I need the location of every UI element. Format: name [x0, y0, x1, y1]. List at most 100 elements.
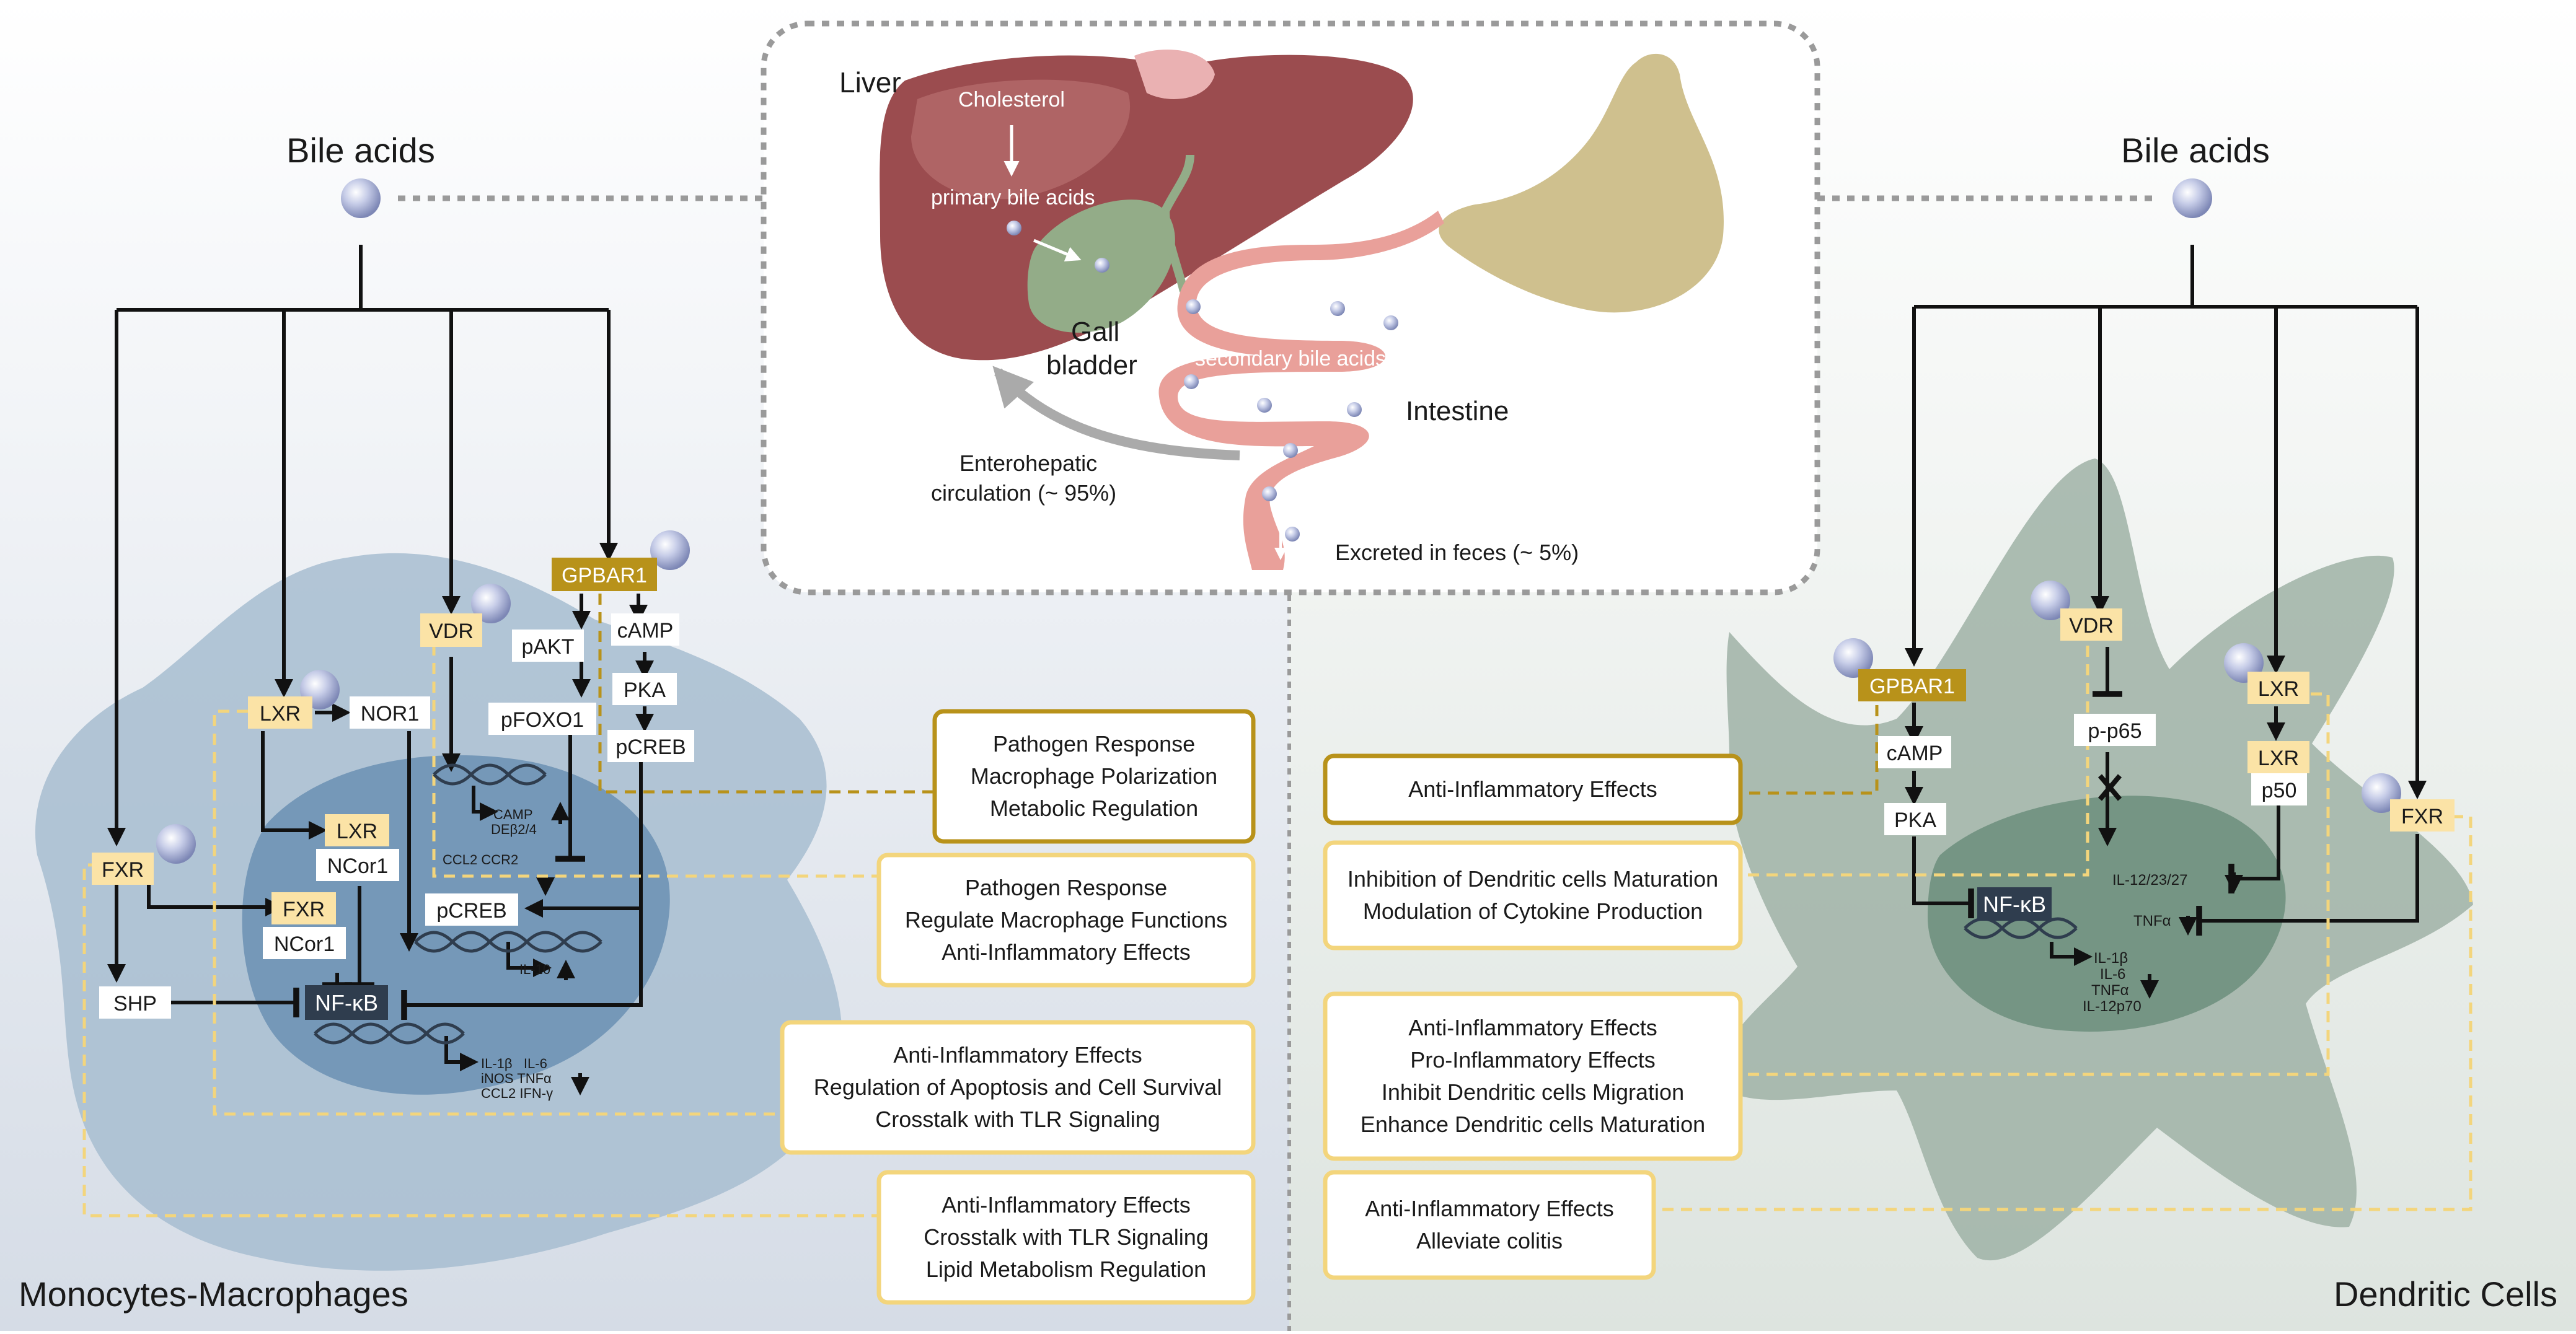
effect-text: Metabolic Regulation	[990, 796, 1198, 821]
effect-text: Anti-Inflammatory Effects	[1408, 1015, 1657, 1040]
effect-text: Pathogen Response	[965, 875, 1167, 900]
dc-tnfa-label: TNFα	[2133, 913, 2171, 929]
svg-text:LXR: LXR	[260, 702, 301, 726]
macrophage-title: Monocytes-Macrophages	[19, 1275, 408, 1314]
dendritic-nucleus	[1928, 796, 2286, 1032]
effect-text: Anti-Inflammatory Effects	[942, 939, 1190, 965]
svg-text:LXR: LXR	[337, 820, 377, 843]
node-nor1: NOR1	[350, 696, 430, 729]
svg-text:p50: p50	[2262, 779, 2297, 802]
enterohepatic-label-2: circulation (~ 95%)	[931, 480, 1116, 506]
secondary-bile-acids-label: secondary bile acids	[1195, 347, 1386, 371]
node-pcreb-b: pCREB	[425, 893, 518, 926]
dc-cytokine-4: IL-12p70	[2083, 998, 2142, 1015]
enterohepatic-arrow	[992, 366, 1240, 460]
node-lxr-left: LXR	[248, 696, 312, 729]
cholesterol-label: Cholesterol	[958, 88, 1065, 112]
effect-text: Crosstalk with TLR Signaling	[924, 1224, 1209, 1250]
svg-text:PKA: PKA	[1894, 809, 1936, 832]
node-pfoxo1: pFOXO1	[488, 703, 596, 735]
stomach-shape	[1439, 53, 1724, 313]
effect-text: Inhibit Dendritic cells Migration	[1382, 1079, 1684, 1105]
primary-bile-acids-label: primary bile acids	[931, 186, 1095, 209]
gene-ccl2-ccr2-label: CCL2 CCR2	[443, 852, 518, 867]
inhibition-cross-icon	[2097, 774, 2122, 801]
node-ncor1-a: NCor1	[316, 849, 399, 881]
dc-il12-label: IL-12/23/27	[2112, 872, 2187, 889]
effect-text: Macrophage Polarization	[971, 763, 1217, 789]
effect-text: Anti-Inflammatory Effects	[893, 1042, 1142, 1068]
svg-text:p-p65: p-p65	[2088, 719, 2142, 743]
macrophage-pathway-lines	[107, 245, 654, 1095]
dc-cytokine-2: IL-6	[2100, 966, 2125, 983]
svg-text:LXR: LXR	[2258, 747, 2299, 770]
intestine-label: Intestine	[1406, 396, 1509, 426]
node-ncor1-b: NCor1	[263, 927, 346, 959]
effect-box-right-3: Anti-Inflammatory EffectsPro-Inflammator…	[1323, 991, 1743, 1161]
svg-text:SHP: SHP	[113, 992, 157, 1016]
svg-text:NCor1: NCor1	[274, 932, 335, 956]
node-pakt: pAKT	[512, 630, 584, 662]
node-fxr2-left: FXR	[271, 892, 336, 924]
bile-acid-right-icon	[2172, 178, 2212, 218]
svg-text:GPBAR1: GPBAR1	[562, 564, 647, 587]
node-gpbar1-left: GPBAR1	[552, 558, 657, 591]
node-pp65: p-p65	[2074, 714, 2156, 746]
effect-text: Anti-Inflammatory Effects	[1365, 1196, 1613, 1221]
effect-box-right-1: Anti-Inflammatory Effects	[1323, 753, 1743, 825]
svg-text:pCREB: pCREB	[615, 735, 686, 759]
dendritic-pathway-lines	[1905, 245, 2427, 999]
bladder-label: bladder	[1046, 350, 1137, 380]
liver-label: Liver	[839, 66, 901, 99]
svg-text:NF-κB: NF-κB	[315, 990, 378, 1016]
effect-boxes: Pathogen Response Macrophage Polarization…	[780, 709, 1743, 1305]
node-gpbar1-right: GPBAR1	[1858, 669, 1966, 701]
svg-text:cAMP: cAMP	[617, 619, 674, 643]
dc-cytokine-3: TNFα	[2091, 982, 2129, 999]
effect-text: Inhibition of Dendritic cells Maturation	[1348, 866, 1718, 892]
cytokine-label-3: CCL2 IFN-γ	[481, 1086, 553, 1101]
svg-text:GPBAR1: GPBAR1	[1869, 675, 1955, 698]
svg-text:VDR: VDR	[429, 620, 474, 643]
svg-text:pCREB: pCREB	[436, 899, 506, 923]
effect-text: Alleviate colitis	[1416, 1228, 1563, 1253]
svg-text:FXR: FXR	[102, 858, 144, 882]
node-lxr2-left: LXR	[325, 814, 389, 846]
gene-deb-label: DEβ2/4	[491, 822, 537, 837]
effect-text: Regulation of Apoptosis and Cell Surviva…	[814, 1074, 1222, 1100]
liver-lobe-pink	[1134, 50, 1215, 99]
svg-text:pAKT: pAKT	[521, 635, 574, 659]
svg-text:VDR: VDR	[2069, 614, 2114, 638]
effect-text: Regulate Macrophage Functions	[905, 907, 1227, 932]
node-camp-left: cAMP	[611, 613, 679, 646]
excreted-label: Excreted in feces (~ 5%)	[1335, 540, 1579, 565]
gall-arrow	[1033, 239, 1082, 261]
effect-text: Pro-Inflammatory Effects	[1410, 1047, 1655, 1073]
effect-box-right-2: Inhibition of Dendritic cells Maturation…	[1323, 840, 1743, 950]
enterohepatic-label-1: Enterohepatic	[959, 450, 1097, 476]
node-fxr-left: FXR	[92, 853, 154, 885]
cytokine-label-2: iNOS TNFα	[481, 1071, 552, 1086]
effect-text: Modulation of Cytokine Production	[1363, 898, 1703, 924]
liver-highlight	[911, 79, 1131, 200]
effect-text: Crosstalk with TLR Signaling	[875, 1107, 1160, 1132]
bile-acid-left-icon	[341, 178, 381, 218]
node-lxr2-right: LXR	[2247, 741, 2309, 773]
dc-cytokine-1: IL-1β	[2094, 950, 2128, 967]
dendritic-title: Dendritic Cells	[2334, 1275, 2557, 1314]
node-nfkb-right: NF-κB	[1977, 887, 2052, 921]
node-pcreb-a: pCREB	[607, 730, 694, 762]
effect-text: Lipid Metabolism Regulation	[926, 1257, 1206, 1282]
node-fxr-right: FXR	[2390, 799, 2455, 832]
svg-text:NOR1: NOR1	[361, 702, 419, 726]
svg-text:pFOXO1: pFOXO1	[501, 708, 584, 732]
svg-text:NF-κB: NF-κB	[1983, 892, 2046, 917]
node-shp: SHP	[99, 986, 171, 1019]
cytokine-label-1: IL-1β IL-6	[481, 1056, 547, 1071]
gall-label: Gall	[1071, 317, 1119, 347]
